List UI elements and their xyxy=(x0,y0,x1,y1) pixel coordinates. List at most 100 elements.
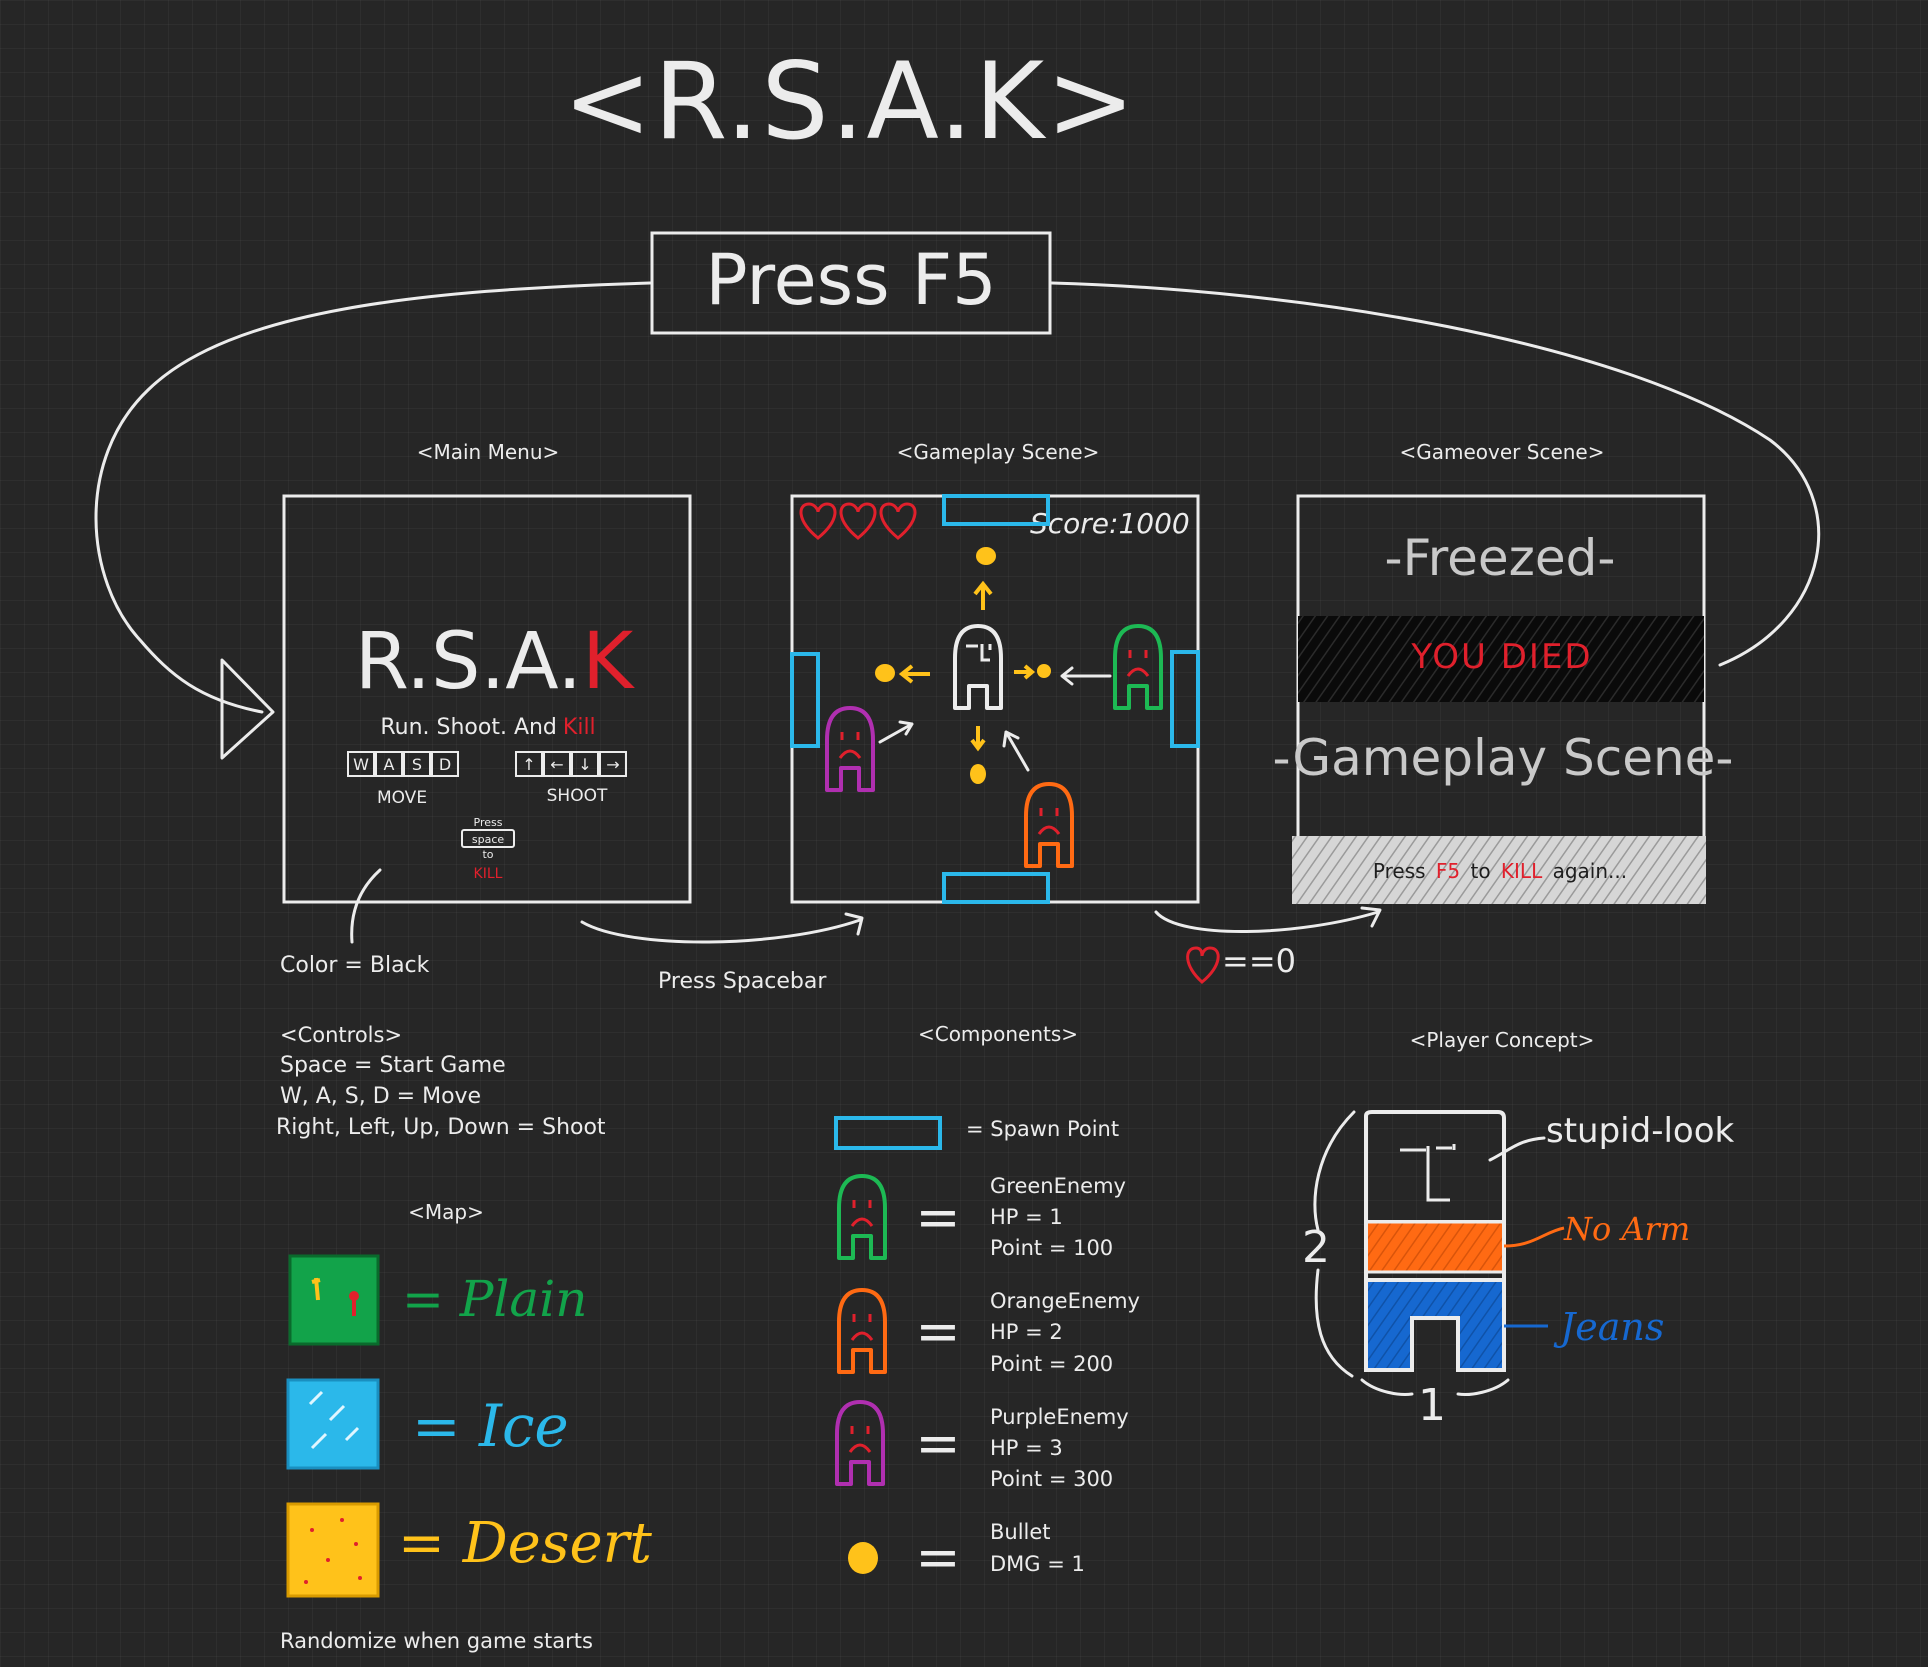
key-cap xyxy=(347,751,375,777)
main-menu-caption: <Main Menu> xyxy=(417,440,560,464)
width-label: 1 xyxy=(1418,1380,1446,1431)
components-title: <Components> xyxy=(918,1022,1078,1046)
freezed-text: -Freezed- xyxy=(1385,529,1616,587)
spawn-point-bottom xyxy=(942,872,1050,904)
height-bracket xyxy=(1313,1110,1356,1378)
bullet-legend xyxy=(848,1542,878,1574)
you-died-text: YOU DIED xyxy=(1410,637,1592,677)
equals-sign: = xyxy=(915,1300,960,1363)
controls-line: Space = Start Game xyxy=(280,1053,506,1078)
purple-enemy-hp: HP = 3 xyxy=(990,1436,1063,1460)
key-cap-label: ↑ xyxy=(522,755,535,774)
face-label-pointer xyxy=(1488,1136,1546,1162)
orange-enemy-point: Point = 200 xyxy=(990,1352,1113,1376)
key-cap-label: D xyxy=(439,755,451,774)
menu-press-text: Press xyxy=(474,816,503,829)
bullet-arrow-down xyxy=(970,726,986,752)
map-note: Randomize when game starts xyxy=(280,1629,593,1653)
you-died-banner xyxy=(1298,616,1704,702)
heart-icon xyxy=(879,502,917,540)
desert-tile xyxy=(286,1502,380,1598)
spawn-point-legend xyxy=(834,1116,942,1150)
orange-enemy-legend xyxy=(837,1288,887,1374)
key-cap-label: W xyxy=(353,755,369,774)
bullet-arrow-left xyxy=(898,664,930,684)
enemy-move-arrow xyxy=(1060,666,1112,686)
restart-prompt: Press F5 to KILL again... xyxy=(1373,859,1627,883)
main-menu-frame xyxy=(282,494,692,904)
spacebar-transition-arrow xyxy=(580,912,864,944)
restart-loop-arrow xyxy=(94,281,652,714)
restart-loop-arrowhead xyxy=(220,658,275,760)
purple-enemy-point: Point = 300 xyxy=(990,1467,1113,1491)
controls-line: Right, Left, Up, Down = Shoot xyxy=(276,1115,606,1140)
shoot-label: SHOOT xyxy=(547,786,608,806)
controls-line: W, A, S, D = Move xyxy=(280,1084,481,1109)
desert-label: = Desert xyxy=(398,1511,652,1576)
hearts xyxy=(799,502,917,540)
hearts-zero-text: ==0 xyxy=(1222,942,1296,980)
orange-enemy xyxy=(1024,782,1074,868)
restart-box xyxy=(650,231,1052,335)
gameplay-scene-text: -Gameplay Scene- xyxy=(1273,729,1734,787)
enemy-move-arrow xyxy=(878,720,914,744)
key-cap xyxy=(431,751,459,777)
map-title: <Map> xyxy=(408,1200,484,1224)
arm-label: No Arm xyxy=(1563,1210,1690,1248)
plain-label: = Plain xyxy=(402,1270,587,1328)
shoot-keys: ↑←↓→ xyxy=(515,751,627,777)
player-concept-title: <Player Concept> xyxy=(1410,1028,1595,1052)
restart-box-label: Press F5 xyxy=(705,239,996,321)
green-enemy-name: GreenEnemy xyxy=(990,1174,1126,1198)
purple-enemy-name: PurpleEnemy xyxy=(990,1405,1129,1429)
move-label: MOVE xyxy=(377,788,427,808)
height-label: 2 xyxy=(1302,1222,1330,1273)
ice-tile xyxy=(286,1378,380,1470)
ice-label: = Ice xyxy=(412,1392,569,1460)
green-enemy-point: Point = 100 xyxy=(990,1236,1113,1260)
gameplay-caption: <Gameplay Scene> xyxy=(897,440,1100,464)
bullet xyxy=(875,664,895,682)
bullet-name: Bullet xyxy=(990,1520,1051,1544)
space-key xyxy=(461,829,515,848)
press-spacebar-text: Press Spacebar xyxy=(658,969,827,994)
restart-prompt-bar xyxy=(1292,836,1706,904)
jeans-label: Jeans xyxy=(1553,1305,1664,1349)
arm-label-pointer xyxy=(1503,1226,1565,1248)
equals-sign: = xyxy=(915,1412,960,1475)
space-key-label: space xyxy=(472,833,505,846)
bullet xyxy=(970,764,986,784)
orange-enemy-hp: HP = 2 xyxy=(990,1320,1063,1344)
key-cap xyxy=(375,751,403,777)
key-cap xyxy=(571,751,599,777)
key-cap xyxy=(599,751,627,777)
heart-zero-icon xyxy=(1186,946,1220,984)
key-cap xyxy=(543,751,571,777)
page-title: <R.S.A.K> xyxy=(563,40,1137,163)
restart-loop-start xyxy=(1050,281,1821,667)
key-cap-label: A xyxy=(384,755,395,774)
spawn-point-left xyxy=(790,652,820,748)
spawn-point-top xyxy=(942,494,1050,526)
key-cap xyxy=(403,751,431,777)
jeans xyxy=(1364,1278,1506,1372)
face-label: stupid-look xyxy=(1546,1111,1735,1151)
controls-title: <Controls> xyxy=(280,1023,402,1047)
green-enemy xyxy=(1113,624,1163,710)
gameover-caption: <Gameover Scene> xyxy=(1400,440,1605,464)
purple-enemy-legend xyxy=(835,1400,885,1486)
width-bracket xyxy=(1360,1378,1510,1396)
gameover-transition-arrow xyxy=(1154,906,1382,933)
color-note-pointer xyxy=(350,868,382,944)
heart-icon xyxy=(839,502,877,540)
orange-enemy-name: OrangeEnemy xyxy=(990,1289,1140,1313)
bullet-dmg: DMG = 1 xyxy=(990,1552,1085,1576)
menu-kill-text: KILL xyxy=(474,866,503,882)
green-enemy-legend xyxy=(837,1174,887,1260)
bullet xyxy=(976,547,996,565)
menu-to-text: to xyxy=(482,848,493,861)
equals-sign: = xyxy=(915,1526,960,1589)
main-menu-logo: R.S.A.K xyxy=(355,617,635,707)
green-enemy-hp: HP = 1 xyxy=(990,1205,1063,1229)
